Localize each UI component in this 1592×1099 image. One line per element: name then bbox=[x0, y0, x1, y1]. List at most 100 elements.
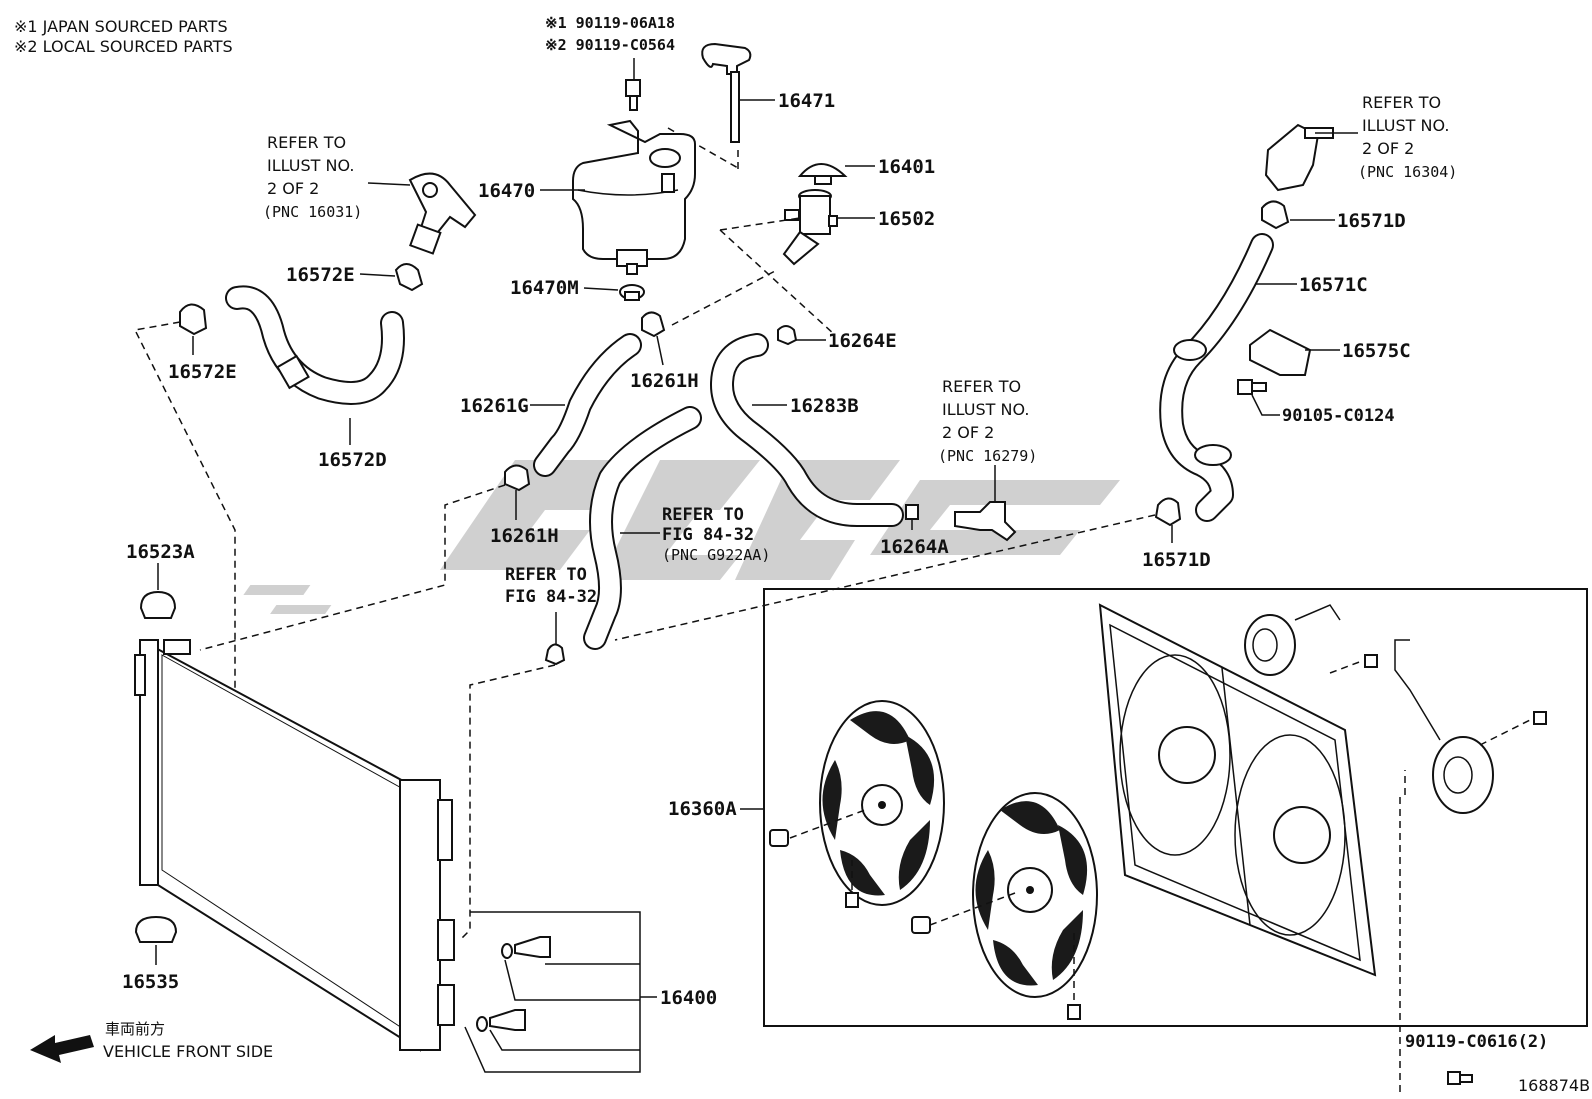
label-16400: 16400 bbox=[660, 987, 717, 1009]
label-16575c: 16575C bbox=[1342, 340, 1411, 362]
diagram-id: 168874B bbox=[1518, 1076, 1590, 1095]
fan-motor-right[interactable] bbox=[1394, 639, 1494, 814]
refer-16031-line3: 2 OF 2 bbox=[267, 179, 319, 198]
label-90105-c0124: 90105-C0124 bbox=[1282, 406, 1395, 426]
label-16571c: 16571C bbox=[1299, 274, 1368, 296]
reservoir-tank-16470[interactable] bbox=[572, 119, 696, 275]
refer-16279-line2: ILLUST NO. bbox=[942, 400, 1029, 419]
clamp-16572e-upper[interactable] bbox=[394, 263, 424, 292]
fan-motor-upper[interactable] bbox=[1244, 604, 1341, 676]
bracket-16575c[interactable] bbox=[1249, 328, 1312, 376]
label-16470m: 16470M bbox=[510, 277, 579, 299]
label-16401: 16401 bbox=[878, 156, 935, 178]
clamp-16261h-lower[interactable] bbox=[504, 464, 531, 492]
fan-clip-right[interactable] bbox=[1067, 1004, 1081, 1020]
grommet-16470m[interactable] bbox=[619, 284, 645, 301]
refer-g922aa-line1: REFER TO bbox=[662, 505, 744, 525]
water-outlet-16031[interactable] bbox=[408, 172, 477, 255]
refer-illust-16279: REFER TO ILLUST NO. 2 OF 2 (PNC 16279) bbox=[938, 377, 1037, 465]
label-16471: 16471 bbox=[778, 90, 835, 112]
radiator-assembly[interactable] bbox=[134, 639, 455, 1052]
heater-hose-g922aa[interactable] bbox=[583, 406, 702, 650]
refer-16031-line1: REFER TO bbox=[267, 133, 346, 152]
bolt-90105-c0124[interactable] bbox=[1237, 379, 1267, 395]
note-local-sourced: ※2 LOCAL SOURCED PARTS bbox=[14, 37, 233, 56]
hose-16283b[interactable] bbox=[710, 333, 904, 527]
label-16535: 16535 bbox=[122, 971, 179, 993]
clamp-16571d-upper[interactable] bbox=[1261, 200, 1290, 230]
refer-84-32-line2: FIG 84-32 bbox=[505, 587, 597, 607]
refer-illust-16031: REFER TO ILLUST NO. 2 OF 2 (PNC 16031) bbox=[263, 133, 362, 221]
refer-16304-line2: ILLUST NO. bbox=[1362, 116, 1449, 135]
label-16523a: 16523A bbox=[126, 541, 195, 563]
filler-neck-16502[interactable] bbox=[782, 189, 838, 266]
cushion-16523a[interactable] bbox=[139, 590, 177, 619]
vehicle-front-indicator: 車両前方 VEHICLE FRONT SIDE bbox=[30, 1020, 273, 1063]
fan-shroud-assembly-16360a[interactable] bbox=[763, 588, 1588, 1027]
refer-16279-line4: (PNC 16279) bbox=[938, 447, 1037, 465]
motor-screw-upper[interactable] bbox=[1364, 654, 1378, 668]
label-16264e: 16264E bbox=[828, 330, 897, 352]
overflow-pipe-16471[interactable] bbox=[701, 42, 752, 143]
bypass-pipe-16279[interactable] bbox=[954, 501, 1017, 542]
arrow-left-icon bbox=[30, 1035, 94, 1063]
refer-16304-line4: (PNC 16304) bbox=[1358, 163, 1457, 181]
reservoir-bolt[interactable] bbox=[625, 58, 641, 111]
refer-84-32-line1: REFER TO bbox=[505, 565, 587, 585]
fan-nut-left[interactable] bbox=[769, 829, 789, 847]
label-16502: 16502 bbox=[878, 208, 935, 230]
bolt-90119-c0616[interactable] bbox=[1447, 1071, 1473, 1085]
clamp-16264e[interactable] bbox=[777, 325, 798, 346]
clamp-fig-84-32[interactable] bbox=[544, 643, 566, 666]
bolt-number-local: ※2 90119-C0564 bbox=[545, 36, 675, 54]
refer-g922aa-line3: (PNC G922AA) bbox=[662, 546, 770, 564]
refer-illust-16304: REFER TO ILLUST NO. 2 OF 2 (PNC 16304) bbox=[1358, 93, 1457, 181]
label-16261g: 16261G bbox=[460, 395, 529, 417]
refer-16304-line3: 2 OF 2 bbox=[1362, 139, 1414, 158]
label-16572e-upper: 16572E bbox=[286, 264, 355, 286]
fan-blade-right[interactable] bbox=[972, 792, 1098, 998]
vehicle-front-en: VEHICLE FRONT SIDE bbox=[103, 1042, 273, 1061]
refer-fig-g922aa: REFER TO FIG 84-32 (PNC G922AA) bbox=[662, 505, 770, 564]
hose-16261g[interactable] bbox=[533, 333, 642, 477]
label-16571d-lower: 16571D bbox=[1142, 549, 1211, 571]
refer-g922aa-line2: FIG 84-32 bbox=[662, 525, 754, 545]
label-16264a: 16264A bbox=[880, 536, 949, 558]
label-16261h-lower: 16261H bbox=[490, 525, 559, 547]
clamp-16572e-lower[interactable] bbox=[179, 303, 208, 336]
clamp-16261h-upper[interactable] bbox=[641, 311, 666, 338]
note-japan-sourced: ※1 JAPAN SOURCED PARTS bbox=[14, 17, 228, 36]
hose-16571c[interactable] bbox=[1159, 233, 1274, 522]
watermark-logo bbox=[243, 460, 1120, 614]
fan-blade-left[interactable] bbox=[819, 700, 945, 906]
clamp-16264a[interactable] bbox=[905, 504, 919, 520]
refer-16304-line1: REFER TO bbox=[1362, 93, 1441, 112]
drain-cock-16400-upper[interactable] bbox=[501, 936, 551, 959]
sourcing-notes: ※1 JAPAN SOURCED PARTS ※2 LOCAL SOURCED … bbox=[14, 17, 233, 56]
refer-16031-line4: (PNC 16031) bbox=[263, 203, 362, 221]
fan-nut-right[interactable] bbox=[911, 916, 931, 934]
fan-clip-left[interactable] bbox=[845, 892, 859, 908]
refer-16279-line3: 2 OF 2 bbox=[942, 423, 994, 442]
label-16470: 16470 bbox=[478, 180, 535, 202]
cushion-16535[interactable] bbox=[134, 915, 178, 943]
label-16571d-upper: 16571D bbox=[1337, 210, 1406, 232]
vehicle-front-jp: 車両前方 bbox=[105, 1020, 165, 1038]
bolt-number-japan: ※1 90119-06A18 bbox=[545, 14, 675, 32]
clamp-16571d-lower[interactable] bbox=[1154, 497, 1182, 527]
refer-16279-line1: REFER TO bbox=[942, 377, 1021, 396]
label-16572d: 16572D bbox=[318, 449, 387, 471]
hose-16572d[interactable] bbox=[225, 285, 405, 405]
label-16283b: 16283B bbox=[790, 395, 859, 417]
reservoir-bolt-numbers: ※1 90119-06A18 ※2 90119-C0564 bbox=[545, 14, 675, 54]
refer-16031-line2: ILLUST NO. bbox=[267, 156, 354, 175]
label-16572e-lower: 16572E bbox=[168, 361, 237, 383]
label-16261h-upper: 16261H bbox=[630, 370, 699, 392]
label-90119-c0616: 90119-C0616(2) bbox=[1405, 1032, 1548, 1052]
drain-cock-16400-lower[interactable] bbox=[476, 1009, 526, 1032]
radiator-cap-16401[interactable] bbox=[797, 163, 848, 185]
motor-screw-right[interactable] bbox=[1533, 711, 1547, 725]
refer-fig-84-32: REFER TO FIG 84-32 bbox=[505, 565, 597, 607]
water-inlet-16304[interactable] bbox=[1264, 123, 1334, 192]
